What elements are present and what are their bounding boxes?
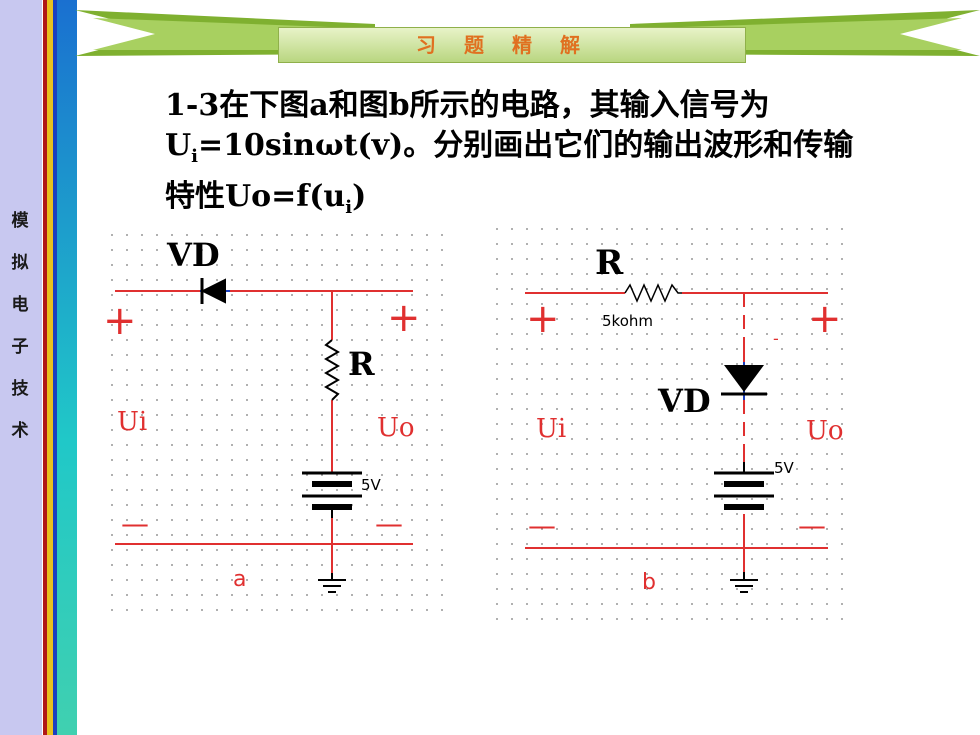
wires bbox=[115, 290, 413, 573]
sidebar-stripe-blue bbox=[53, 0, 57, 735]
output-minus: — bbox=[375, 507, 403, 540]
sidebar-char: 子 bbox=[11, 337, 29, 357]
circuit-b: R 5kohm VD 5V + + — — Ui Uo - b bbox=[490, 222, 850, 622]
grid bbox=[105, 228, 445, 623]
battery-b bbox=[714, 462, 774, 510]
battery-label: 5V bbox=[361, 476, 382, 494]
circuit-caption: b bbox=[642, 570, 656, 595]
input-label: Ui bbox=[536, 414, 566, 444]
banner-title: 习题精解 bbox=[278, 27, 746, 63]
output-label: Uo bbox=[806, 416, 844, 446]
problem-statement: 1-3在下图a和图b所示的电路，其输入信号为 Ui=10sinωt(v)。分别画… bbox=[165, 86, 975, 228]
ground-a bbox=[318, 573, 346, 593]
diode-label: VD bbox=[657, 382, 711, 420]
sidebar-char: 术 bbox=[11, 421, 29, 441]
output-plus: + bbox=[808, 296, 842, 342]
sidebar: 模 拟 电 子 技 术 bbox=[0, 0, 42, 735]
battery-label: 5V bbox=[774, 459, 795, 477]
resistor-label: R bbox=[348, 345, 375, 383]
resistor-b bbox=[624, 283, 682, 303]
resistor-value: 5kohm bbox=[602, 312, 653, 330]
circuit-a: VD R 5V + + — — Ui Uo a bbox=[105, 228, 445, 623]
problem-line-3: 特性Uo=f(ui) bbox=[165, 179, 367, 218]
output-label: Uo bbox=[377, 413, 415, 443]
wires bbox=[525, 292, 828, 572]
resistor-a bbox=[324, 339, 340, 401]
sidebar-char: 技 bbox=[11, 379, 29, 399]
ground-b bbox=[730, 572, 758, 593]
sidebar-stripe-red bbox=[43, 0, 47, 735]
diode-label: VD bbox=[166, 236, 220, 274]
diode-a bbox=[200, 278, 230, 304]
polarity-mark: - bbox=[773, 329, 779, 348]
problem-line-2: Ui=10sinωt(v)。分别画出它们的输出波形和传输 bbox=[165, 128, 854, 167]
resistor-label: R bbox=[595, 243, 624, 283]
input-minus: — bbox=[121, 507, 149, 540]
output-plus: + bbox=[387, 295, 421, 341]
input-minus: — bbox=[528, 509, 556, 542]
diode-b bbox=[721, 362, 767, 400]
circuit-caption: a bbox=[233, 567, 246, 592]
output-minus: — bbox=[798, 509, 826, 542]
sidebar-char: 电 bbox=[11, 295, 29, 315]
sidebar-stripe-gold bbox=[47, 0, 53, 735]
sidebar-char: 拟 bbox=[11, 253, 29, 273]
input-plus: + bbox=[526, 296, 560, 342]
input-label: Ui bbox=[117, 407, 147, 437]
sidebar-title: 模 拟 电 子 技 术 bbox=[0, 200, 40, 452]
sidebar-stripe-cyan bbox=[57, 0, 77, 735]
problem-line-1: 1-3在下图a和图b所示的电路，其输入信号为 bbox=[165, 88, 770, 123]
sidebar-char: 模 bbox=[11, 211, 29, 231]
battery-a bbox=[302, 471, 362, 518]
input-plus: + bbox=[105, 298, 137, 344]
